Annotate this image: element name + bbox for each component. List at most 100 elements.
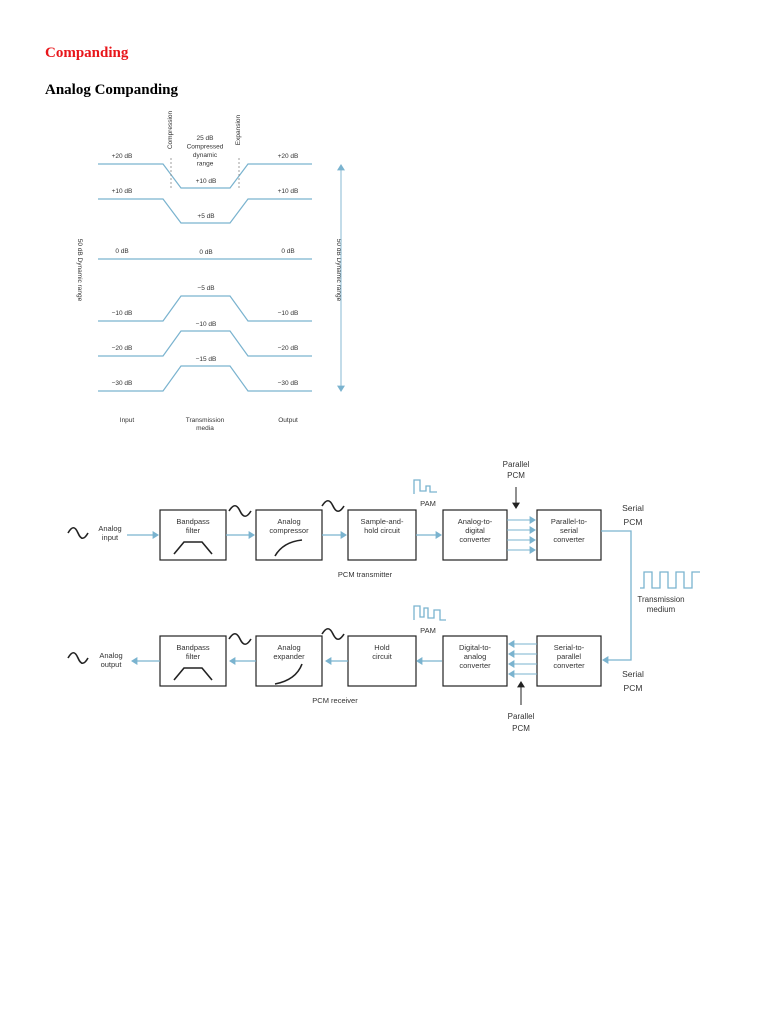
output-level-label: +10 dB <box>278 188 299 195</box>
sine-wave-icon <box>321 499 345 513</box>
companding-level-diagram: +20 dB +10 dB +20 dB +10 dB +5 dB +10 dB 0 dB 0… <box>76 110 342 432</box>
input-level-label: +10 dB <box>112 188 133 195</box>
section-title: Companding <box>45 45 129 61</box>
arrow-head <box>529 526 536 534</box>
arrow-head <box>529 536 536 544</box>
arrow-head <box>529 516 536 524</box>
output-level-label: −20 dB <box>278 345 299 352</box>
arrow-head <box>435 531 442 539</box>
level-trace <box>98 365 312 392</box>
arrow-head <box>416 657 423 665</box>
rx-serial-pcm-label: Serial <box>622 669 644 679</box>
analog-input-label: input <box>102 533 119 542</box>
output-dynamic-range-label: 50 dB Dynamic range <box>335 239 342 302</box>
rx-block-1-label: Bandpass <box>176 643 210 652</box>
rx-serial-pcm-label: PCM <box>624 683 643 693</box>
pam-pulse-icon <box>413 605 446 621</box>
tx-block-3-label: hold circuit <box>364 526 401 535</box>
analog-input-label: Analog <box>98 524 121 533</box>
arrow-head <box>229 657 236 665</box>
input-level-label: −10 dB <box>112 310 133 317</box>
input-column-label: Input <box>120 417 135 424</box>
arrow-head <box>529 546 536 554</box>
tx-block-2-label: compressor <box>269 526 309 535</box>
rx-block-2-label: Analog <box>277 643 300 652</box>
media-level-label: 0 dB <box>199 249 212 256</box>
serial-link-line <box>601 530 632 661</box>
tx-block-5-label: Parallel-to- <box>551 517 588 526</box>
media-level-label: −15 dB <box>196 356 217 363</box>
tx-block-5-label: serial <box>560 526 578 535</box>
arrow-head <box>152 531 159 539</box>
output-level-label: −10 dB <box>278 310 299 317</box>
tx-block-1-label: filter <box>186 526 201 535</box>
rx-block-3-label: circuit <box>372 652 393 661</box>
media-level-label: +10 dB <box>196 178 217 185</box>
level-trace <box>98 163 312 189</box>
output-level-label: 0 dB <box>281 248 294 255</box>
bandpass-symbol <box>173 541 213 555</box>
input-level-label: −20 dB <box>112 345 133 352</box>
pcm-receiver-caption: PCM receiver <box>312 696 358 705</box>
analog-output-sine-icon <box>67 651 89 665</box>
arrow-head <box>512 502 520 509</box>
media-level-label: −5 dB <box>197 285 214 292</box>
arrow-head <box>508 640 515 648</box>
pam-pulse-icon <box>413 479 437 494</box>
arrow-head <box>131 657 138 665</box>
compressed-range-label: Compressed <box>187 144 224 151</box>
input-level-label: +20 dB <box>112 153 133 160</box>
rx-block-5 <box>536 635 602 687</box>
transmission-medium-label: medium <box>647 605 676 614</box>
arrow-head <box>508 670 515 678</box>
tx-block-4-label: converter <box>459 535 491 544</box>
rx-block-2-label: expander <box>273 652 305 661</box>
pcm-block-diagram: BandpassfilterAnalogcompressorSample-and… <box>98 460 700 733</box>
level-trace <box>98 295 312 322</box>
rx-block-4-label: analog <box>464 652 487 661</box>
rx-block-1 <box>159 635 227 687</box>
compressed-range-label: range <box>197 161 214 168</box>
dynamic-range-arrow-head <box>337 385 345 392</box>
rx-parallel-pcm-label: Parallel <box>508 712 535 721</box>
bandpass-symbol <box>173 667 213 681</box>
tx-block-2-label: Analog <box>277 517 300 526</box>
sine-wave-icon <box>228 632 252 646</box>
output-level-label: +20 dB <box>278 153 299 160</box>
tx-parallel-pcm-label: PCM <box>507 471 525 480</box>
rx-block-4 <box>442 635 508 687</box>
pcm-transmitter-caption: PCM transmitter <box>338 570 393 579</box>
rx-block-4-label: Digital-to- <box>459 643 492 652</box>
output-column-label: Output <box>278 417 298 424</box>
arrow-head <box>602 656 609 664</box>
arrow-head <box>248 531 255 539</box>
transmission-medium-label: Transmission <box>637 595 684 604</box>
rx-block-2 <box>255 635 323 687</box>
input-dynamic-range-label: 50 dB Dynamic range <box>76 239 83 302</box>
rx-pam-label: PAM <box>420 626 436 635</box>
input-level-label: 0 dB <box>115 248 128 255</box>
tx-pam-label: PAM <box>420 499 436 508</box>
transmission-media-label: Transmission <box>186 417 225 424</box>
tx-block-3-label: Sample-and- <box>361 517 404 526</box>
media-level-label: −10 dB <box>196 321 217 328</box>
arrow-head <box>508 650 515 658</box>
tx-block-2 <box>255 509 323 561</box>
sine-wave-icon <box>321 627 345 641</box>
tx-block-5-label: converter <box>553 535 585 544</box>
media-level-label: +5 dB <box>197 213 214 220</box>
level-trace <box>98 198 312 224</box>
rx-block-3-label: Hold <box>374 643 389 652</box>
rx-block-5-label: parallel <box>557 652 582 661</box>
output-level-label: −30 dB <box>278 380 299 387</box>
rx-block-5-label: converter <box>553 661 585 670</box>
transmission-media-label: media <box>196 425 214 432</box>
tx-block-4-label: digital <box>465 526 485 535</box>
compressed-range-label: dynamic <box>193 152 218 159</box>
arrow-head <box>517 681 525 688</box>
analog-output-label: Analog <box>99 651 122 660</box>
rx-block-4-label: converter <box>459 661 491 670</box>
tx-serial-pcm-label: PCM <box>624 517 643 527</box>
compressor-curve <box>274 539 303 557</box>
